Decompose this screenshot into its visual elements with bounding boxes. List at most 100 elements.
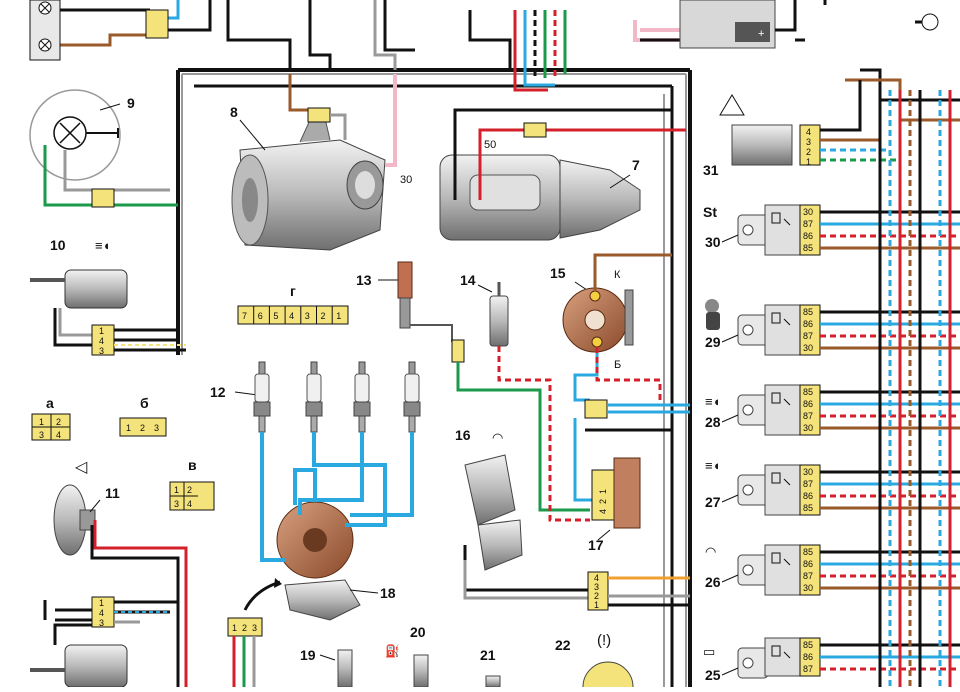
connector-g-pin: 3: [305, 311, 310, 321]
svg-text:б: б: [140, 395, 149, 411]
connector-v: в 1 2 3 4: [169, 457, 215, 511]
spark-plug: [353, 361, 371, 433]
svg-text:1: 1: [99, 598, 104, 608]
connector-g-pin: 7: [242, 311, 247, 321]
lamp-9: 9: [29, 89, 135, 181]
svg-text:2: 2: [242, 623, 247, 633]
lamp-top-left: [29, 0, 169, 61]
connector-17: 4 2 1 17: [588, 457, 641, 553]
ignition-leads: [260, 432, 414, 562]
connector-g-pin: 5: [273, 311, 278, 321]
relay-icons: ≡◖ ≡◖ ◠ ▭: [703, 299, 720, 659]
distributor-18: 18: [243, 501, 396, 621]
label-10: 10: [50, 237, 66, 253]
label-20: 20: [410, 624, 426, 640]
connector-a: а 1 2 3 4: [31, 395, 71, 441]
label-7: 7: [632, 157, 640, 173]
relay-28-pin: 87: [803, 411, 813, 421]
headlight-icon: ≡◖: [95, 238, 110, 253]
label-29: 29: [705, 334, 721, 350]
svg-text:1: 1: [126, 423, 131, 433]
horn-icon: ◁: [75, 459, 88, 476]
relay-26-pin: 87: [803, 571, 813, 581]
svg-text:4: 4: [187, 499, 192, 509]
spark-plug: [253, 361, 271, 433]
svg-text:3: 3: [174, 499, 179, 509]
top-wires: [60, 0, 960, 122]
wiper-motor-16: 16 ◠ 4 3 2 1: [455, 427, 690, 611]
relay-30-pin: 87: [803, 219, 813, 229]
svg-text:2: 2: [594, 591, 599, 601]
relay-29-pin: 85: [803, 307, 813, 317]
starter-7: 7 50: [439, 108, 686, 241]
connector-b: б 1 2 3: [119, 395, 167, 437]
svg-text:3: 3: [594, 582, 599, 592]
relay-28-pin: 85: [803, 387, 813, 397]
label-12: 12: [210, 384, 226, 400]
oil-can-icon: ⛽: [385, 644, 400, 658]
hazard-triangle-icon: [719, 94, 745, 116]
label-19: 19: [300, 647, 316, 663]
warning-circle-icon: (!): [597, 632, 611, 649]
relay-29-pin: 87: [803, 331, 813, 341]
label-22: 22: [555, 637, 571, 653]
connector-g-pin: 1: [336, 311, 341, 321]
connector-9: [91, 188, 115, 208]
coil-terminal-k: К: [614, 269, 621, 281]
spark-plugs-12: 12: [210, 361, 421, 433]
ignition-coil-15: 15 К Б: [550, 253, 672, 402]
svg-text:1: 1: [99, 326, 104, 336]
coil-terminal-b: Б: [614, 359, 621, 371]
relay-29-pin: 30: [803, 343, 813, 353]
relay-30-pin: 86: [803, 231, 813, 241]
svg-text:1: 1: [806, 157, 811, 167]
svg-text:1: 1: [232, 623, 237, 633]
alternator-8: 8 30: [230, 74, 412, 251]
relay-27-pin: 86: [803, 491, 813, 501]
relay-26-pin: 85: [803, 547, 813, 557]
svg-text:3: 3: [806, 137, 811, 147]
svg-text:3: 3: [154, 423, 159, 433]
label-27: 27: [705, 494, 721, 510]
relay-27-pin: 30: [803, 467, 813, 477]
headlight-icon-28: ≡◖: [705, 394, 720, 409]
label-25: 25: [705, 667, 721, 683]
label-18: 18: [380, 585, 396, 601]
starter-terminal-50: 50: [484, 139, 496, 151]
relay-26-pin: 86: [803, 559, 813, 569]
relay-30-st: St: [703, 204, 717, 220]
svg-text:3: 3: [252, 623, 257, 633]
connector-g-pin: 2: [321, 311, 326, 321]
sensor-20: 20 ⛽: [385, 624, 429, 688]
svg-text:1: 1: [594, 600, 599, 610]
alternator-terminal-30: 30: [400, 174, 412, 186]
rear-defrost-icon: ▭: [703, 644, 715, 659]
svg-text:4: 4: [806, 127, 811, 137]
svg-text:2: 2: [187, 485, 192, 495]
label-16: 16: [455, 427, 471, 443]
svg-text:2: 2: [56, 417, 61, 427]
ignition-key-icon: [705, 299, 720, 330]
svg-text:4: 4: [56, 430, 61, 440]
svg-text:4: 4: [598, 509, 608, 514]
svg-text:в: в: [188, 457, 197, 473]
horn-11: ◁ 11: [53, 459, 188, 687]
spark-plug: [403, 361, 421, 433]
label-28: 28: [705, 414, 721, 430]
relay-28-pin: 30: [803, 423, 813, 433]
relay-31: 4 3 2 1 31: [703, 80, 900, 178]
label-13: 13: [356, 272, 372, 288]
label-17: 17: [588, 537, 604, 553]
svg-text:2: 2: [806, 147, 811, 157]
relay-29-pin: 86: [803, 319, 813, 329]
connector-11: 1 4 3: [43, 596, 178, 628]
relay-26-pin: 30: [803, 583, 813, 593]
connector-g-pin: 6: [258, 311, 263, 321]
svg-text:1: 1: [598, 489, 608, 494]
relay-25-pin: 85: [803, 640, 813, 650]
relay-29: 85 86 87 30 29: [705, 304, 960, 356]
